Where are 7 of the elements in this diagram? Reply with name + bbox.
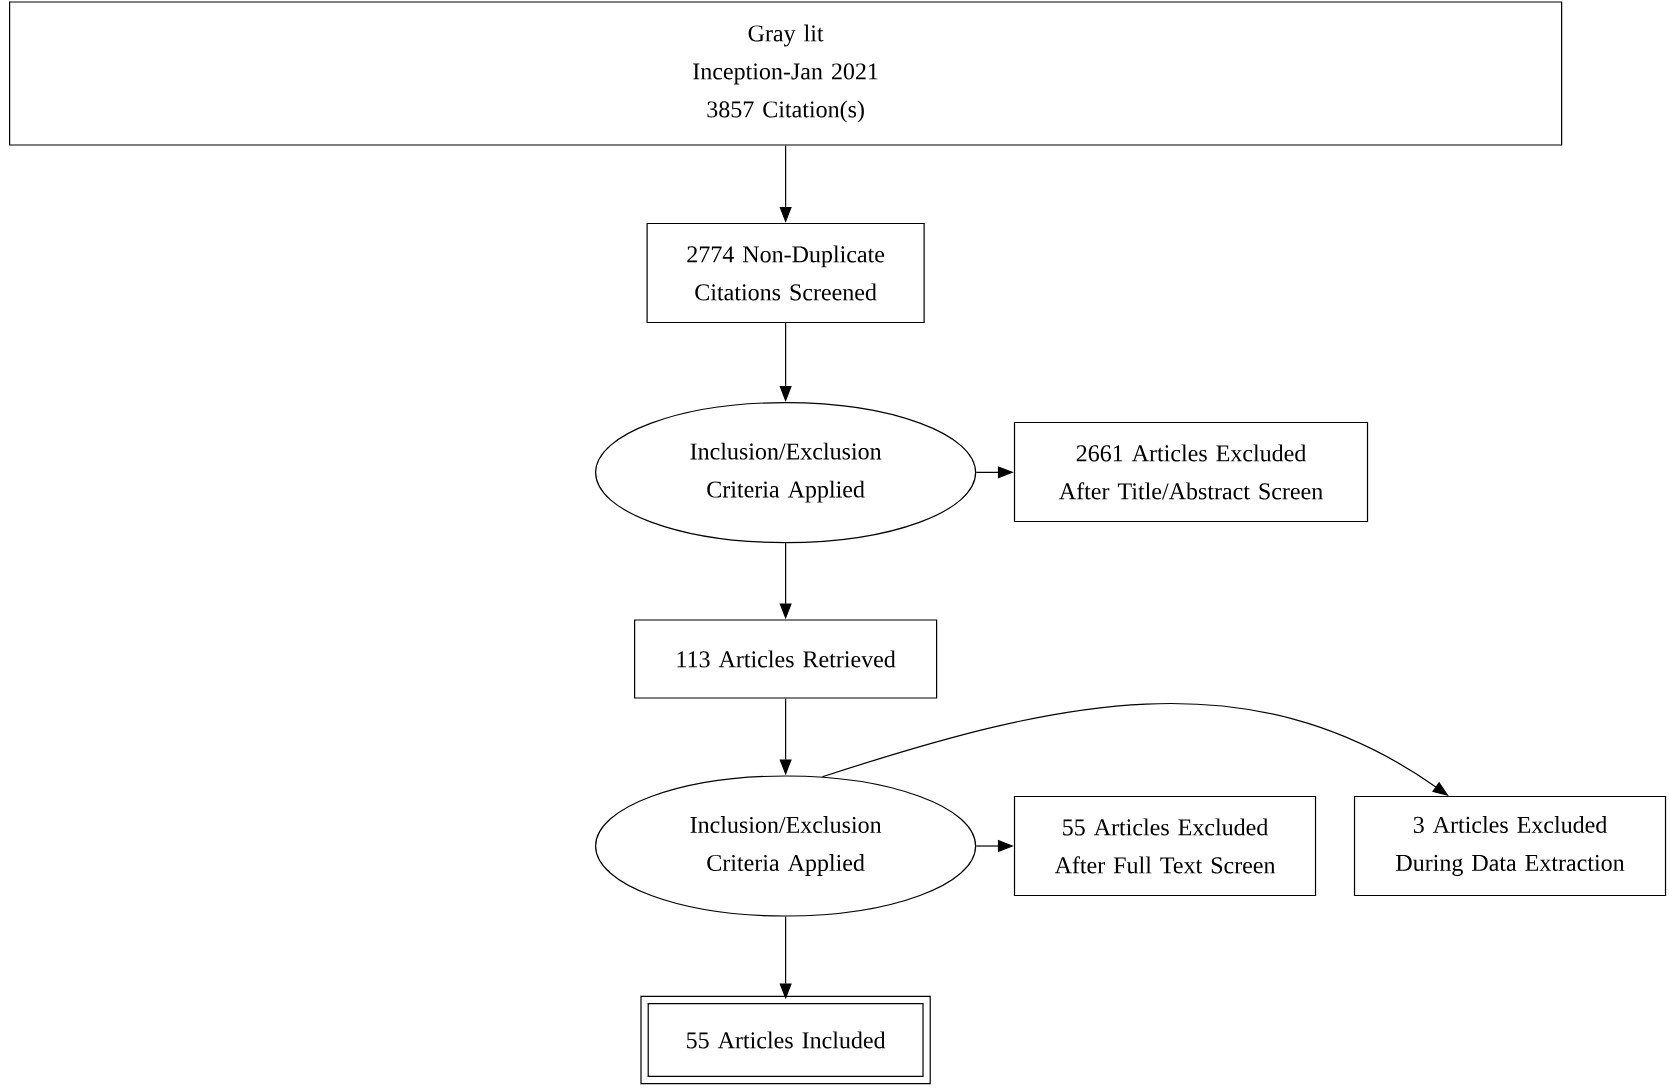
process-box: 2774 Non-Duplicate Citations Screened	[646, 222, 925, 324]
process-box: 55 Articles Excluded After Full Text Screen	[1013, 795, 1317, 897]
process-box: Gray lit Inception-Jan 2021 3857 Citation(s)	[9, 1, 1563, 146]
process-box: 3 Articles Excluded During Data Extraction	[1353, 795, 1667, 897]
process-box: 2661 Articles Excluded After Title/Abstract Screen	[1013, 421, 1369, 523]
process-box: 113 Articles Retrieved	[634, 619, 938, 699]
result-box: 55 Articles Included	[640, 995, 931, 1085]
